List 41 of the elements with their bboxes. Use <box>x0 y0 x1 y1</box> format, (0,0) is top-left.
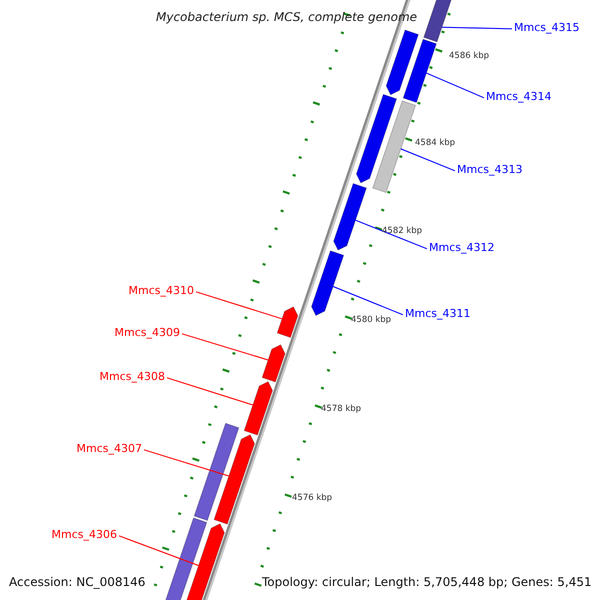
info-text: Topology: circular; Length: 5,705,448 bp; Genes: 5,451 <box>262 575 592 589</box>
gene-feature <box>356 94 398 184</box>
gene-label: Mmcs_4312 <box>429 241 494 254</box>
scale-label: 4586 kbp <box>449 51 490 61</box>
leader-line <box>144 449 230 476</box>
gene-label: Mmcs_4311 <box>405 307 470 320</box>
gene-label: Mmcs_4307 <box>76 442 142 455</box>
scale-label: 4578 kbp <box>321 404 362 414</box>
gene-label: Mmcs_4306 <box>52 528 117 541</box>
gene-feature <box>311 250 344 316</box>
info-text: Accession: NC_008146 <box>9 575 146 589</box>
gene-segment <box>402 38 437 103</box>
gene-label: Mmcs_4314 <box>486 90 552 103</box>
leader-line <box>426 72 484 98</box>
gene-feature <box>333 182 367 251</box>
leader-line <box>182 333 269 360</box>
gene-feature <box>244 381 273 436</box>
scale-label: 4580 kbp <box>351 315 392 325</box>
leader-line <box>332 286 404 316</box>
scale-label: 4576 kbp <box>292 493 332 503</box>
gene-label: Mmcs_4313 <box>457 163 522 176</box>
gene-feature <box>276 306 298 338</box>
gene-label: Mmcs_4310 <box>128 284 194 297</box>
leader-line <box>196 291 282 320</box>
leader-line <box>118 535 199 566</box>
gene-segment <box>194 422 240 522</box>
gene-segment <box>164 517 208 600</box>
leader-line <box>166 377 254 406</box>
gene-feature <box>386 30 419 96</box>
gene-feature <box>214 434 255 525</box>
scale-label: 4584 kbp <box>415 138 456 148</box>
title: Mycobacterium sp. MCS, complete genome <box>156 9 418 25</box>
scale-label: 4582 kbp <box>382 226 422 236</box>
leader-line <box>400 148 456 172</box>
leader-line <box>355 220 428 250</box>
gene-label: Mmcs_4315 <box>514 21 580 34</box>
gene-segment <box>372 100 416 193</box>
gene-feature <box>262 344 286 383</box>
gene-label: Mmcs_4309 <box>114 326 180 339</box>
gene-label: Mmcs_4308 <box>100 370 165 383</box>
leader-line <box>442 26 512 30</box>
